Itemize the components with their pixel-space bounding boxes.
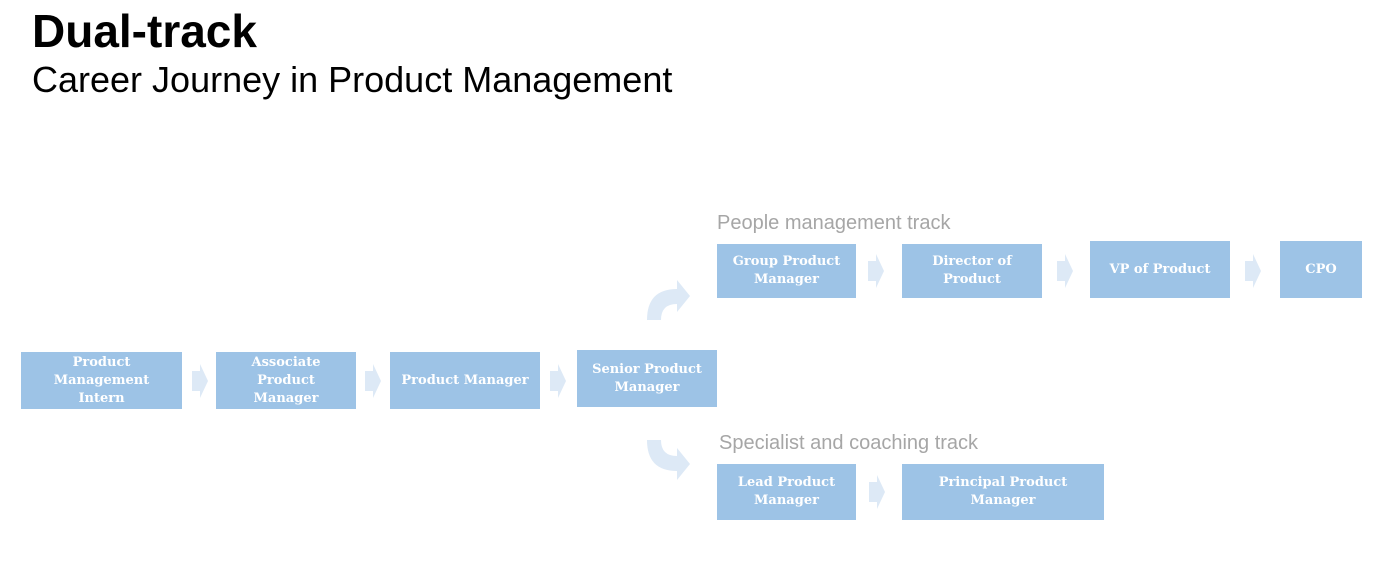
role-senior-product-manager: Senior Product Manager [577, 350, 717, 407]
curved-arrow-up-icon [647, 280, 690, 320]
role-associate-product-manager: Associate Product Manager [216, 352, 356, 409]
people-track-label: People management track [717, 212, 951, 234]
page-subtitle: Career Journey in Product Management [32, 59, 673, 100]
page-title: Dual-track [32, 5, 257, 57]
role-product-management-intern: Product Management Intern [21, 352, 182, 409]
role-director-of-product: Director of Product [902, 244, 1042, 298]
specialist-track-label: Specialist and coaching track [719, 432, 979, 454]
arrow-right-icon [365, 364, 381, 398]
role-product-manager: Product Manager [390, 352, 540, 409]
role-group-product-manager: Group Product Manager [717, 244, 856, 298]
role-lead-product-manager: Lead Product Manager [717, 464, 856, 520]
role-principal-product-manager: Principal Product Manager [902, 464, 1104, 520]
arrow-right-icon [1057, 254, 1073, 288]
role-vp-of-product: VP of Product [1090, 241, 1230, 298]
role-cpo: CPO [1280, 241, 1362, 298]
arrow-right-icon [1245, 254, 1261, 288]
arrow-right-icon [869, 475, 885, 509]
arrow-right-icon [550, 364, 566, 398]
arrow-right-icon [868, 254, 884, 288]
curved-arrow-down-icon [647, 440, 690, 480]
arrow-right-icon [192, 364, 208, 398]
